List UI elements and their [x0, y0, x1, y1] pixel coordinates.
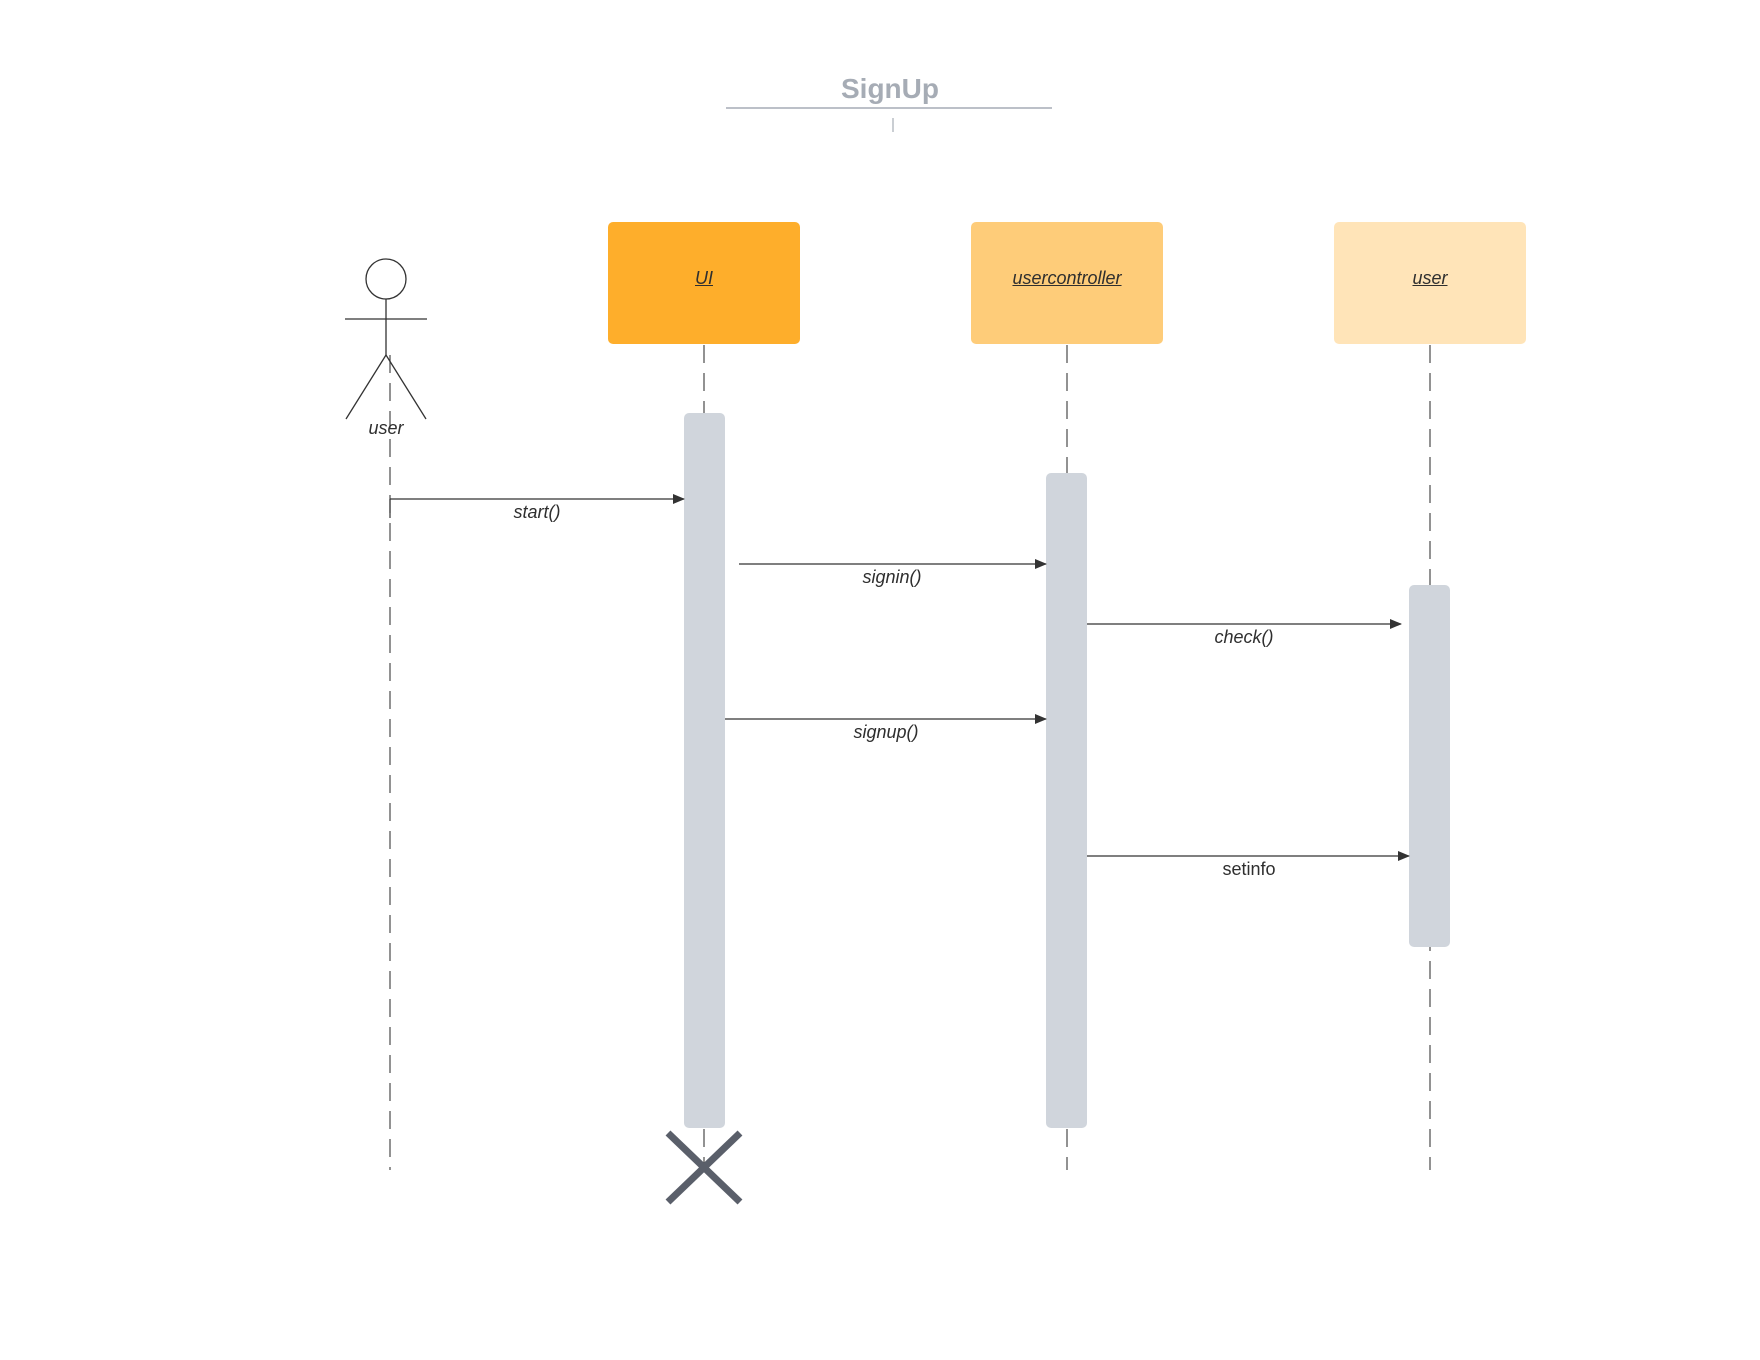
participant-ui-label: UI — [695, 268, 713, 288]
usercontroller-activation-bar — [1046, 473, 1087, 1128]
actor-figure[interactable] — [345, 258, 427, 420]
participant-usercontroller-label: usercontroller — [1012, 268, 1122, 288]
message-setinfo-label: setinfo — [1222, 859, 1276, 879]
actor-head — [365, 258, 407, 300]
message-signup-label: signup() — [853, 722, 919, 742]
participant-user-label: user — [1412, 268, 1448, 288]
ui-destroy-marker-icon — [665, 1130, 743, 1205]
message-start-label: start() — [513, 502, 561, 522]
message-signin-label: signin() — [862, 567, 922, 587]
participant-usercontroller-box[interactable] — [971, 222, 1163, 344]
ui-activation-bar — [684, 413, 725, 1128]
diagram-title: SignUp — [841, 73, 939, 104]
message-start-arrow[interactable] — [389, 494, 685, 518]
participant-ui-box[interactable] — [608, 222, 800, 344]
actor-left-leg — [345, 354, 387, 420]
actor-right-leg — [385, 354, 427, 420]
message-check-label: check() — [1214, 627, 1274, 647]
actor-label: user — [368, 418, 404, 438]
user-activation-bar — [1409, 585, 1450, 947]
participant-user-box[interactable] — [1334, 222, 1526, 344]
